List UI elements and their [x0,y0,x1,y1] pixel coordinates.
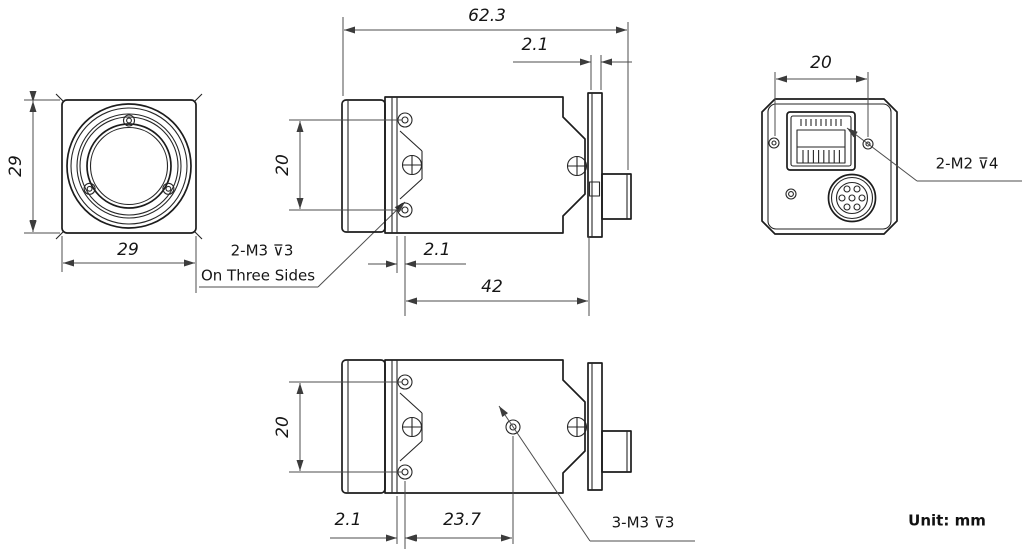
note-rear-screws: 2-M2 ⊽4 [846,127,1022,182]
bottom-body-outline [384,359,586,494]
rj45-connector [786,111,856,171]
dim-side-front-offset: 2.1 [368,236,466,316]
rear-cap [587,92,603,238]
mount-screw-holes [83,114,175,195]
cap-latch-detail [588,181,601,197]
dim-bottom-hole-span: 20 [273,381,402,473]
note-front-screws-line2: On Three Sides [201,267,315,285]
status-led [785,188,797,200]
dim-side-rear-cap-label: 2.1 [521,35,548,55]
dim-side-hole-span: 20 [273,119,402,211]
connector-shroud-bottom [601,430,632,473]
dim-bottom-hole-offset: 23.7 [406,436,514,544]
bottom-screw-front [401,416,423,438]
note-front-screws-line1: 2-M3 ⊽3 [231,242,294,260]
rear-view: 20 2-M2 ⊽4 [761,53,1022,235]
dim-front-width: 29 [61,236,197,293]
dim-side-mount: 42 [406,236,590,316]
side-view: 62.3 2.1 20 2.1 42 [273,6,632,316]
dim-rear-span-label: 20 [810,53,832,73]
side-body-outline [384,96,586,234]
note-bottom-screws-label: 3-M3 ⊽3 [612,514,675,532]
bottom-screw-rear [566,416,588,438]
dim-bottom-front-offset: 2.1 [330,481,428,549]
side-screw-rear [566,155,588,177]
connector-shroud-side [601,173,632,220]
dim-side-hole-span-label: 20 [273,154,293,176]
bottom-view: 20 2.1 23.7 3-M3 ⊽3 [273,359,695,549]
dim-front-height-label: 29 [6,155,26,177]
dim-side-overall-label: 62.3 [468,6,506,26]
m2-screw-holes [768,137,874,150]
rear-body-outline [761,98,898,235]
rear-face-plate [767,103,892,230]
corner-chamfer-marks [55,93,203,240]
note-bottom-screws: 3-M3 ⊽3 [498,405,695,542]
power-connector [827,173,877,223]
note-rear-screws-label: 2-M2 ⊽4 [936,155,999,173]
dim-bottom-hole-span-label: 20 [273,416,293,438]
front-flange-lines-bottom [391,360,398,493]
unit-note: Unit: mm [908,512,986,530]
side-screw-front [401,154,423,176]
dim-rear-span: 20 [774,53,869,137]
note-front-screws: 2-M3 ⊽3 On Three Sides [199,201,406,288]
dim-bottom-front-offset-label: 2.1 [334,510,361,530]
front-view: 29 29 2-M3 ⊽3 On Three Sides [6,91,406,293]
leader-line [846,127,918,182]
dim-front-height: 29 [6,91,60,234]
dim-side-front-offset-label: 2.1 [423,240,450,260]
lens-mount [66,103,192,229]
bottom-center-tapped-hole [505,419,521,435]
dim-side-rear-cap: 2.1 [513,35,632,90]
front-body-outline [61,99,197,234]
leader-line [317,201,406,288]
dim-bottom-hole-offset-label: 23.7 [443,510,481,530]
dim-front-width-label: 29 [117,240,139,260]
rear-cap-bottom [587,362,603,491]
leader-line [498,405,591,542]
dim-side-mount-label: 42 [481,277,503,297]
dim-side-overall: 62.3 [342,6,629,170]
